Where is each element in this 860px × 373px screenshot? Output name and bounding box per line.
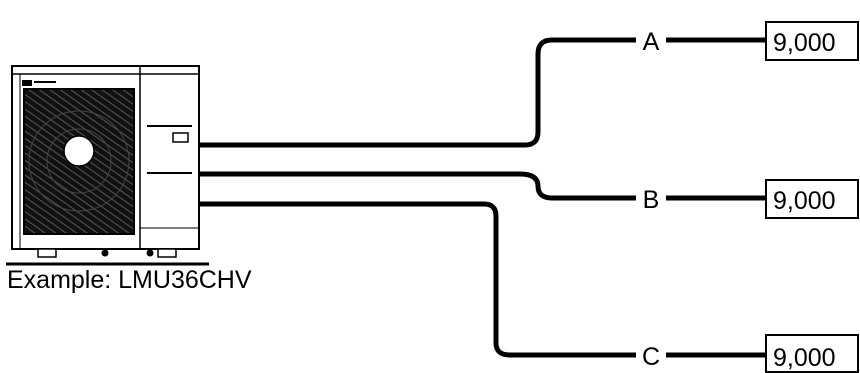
line-a: [199, 37, 636, 148]
refrigerant-lines: [199, 37, 766, 358]
panel-handle: [172, 132, 189, 143]
capacity-box-a: 9,000: [765, 21, 859, 61]
model-caption: Example: LMU36CHV: [7, 266, 252, 294]
bolt: [146, 249, 154, 257]
port-label-b: B: [643, 186, 660, 214]
outdoor-unit: [6, 65, 209, 266]
unit-foot: [37, 248, 57, 258]
port-label-c: C: [642, 343, 660, 371]
fan-hub: [63, 135, 95, 167]
capacity-value-a: 9,000: [773, 29, 836, 57]
capacity-value-c: 9,000: [773, 344, 836, 372]
line-c: [199, 201, 636, 358]
bolt: [101, 249, 109, 257]
port-label-a: A: [643, 28, 660, 56]
capacity-value-b: 9,000: [773, 187, 836, 215]
unit-badge: [22, 80, 32, 86]
capacity-box-b: 9,000: [765, 179, 859, 219]
capacity-box-c: 9,000: [765, 334, 859, 373]
unit-foot: [157, 248, 177, 258]
line-b: [199, 171, 636, 201]
